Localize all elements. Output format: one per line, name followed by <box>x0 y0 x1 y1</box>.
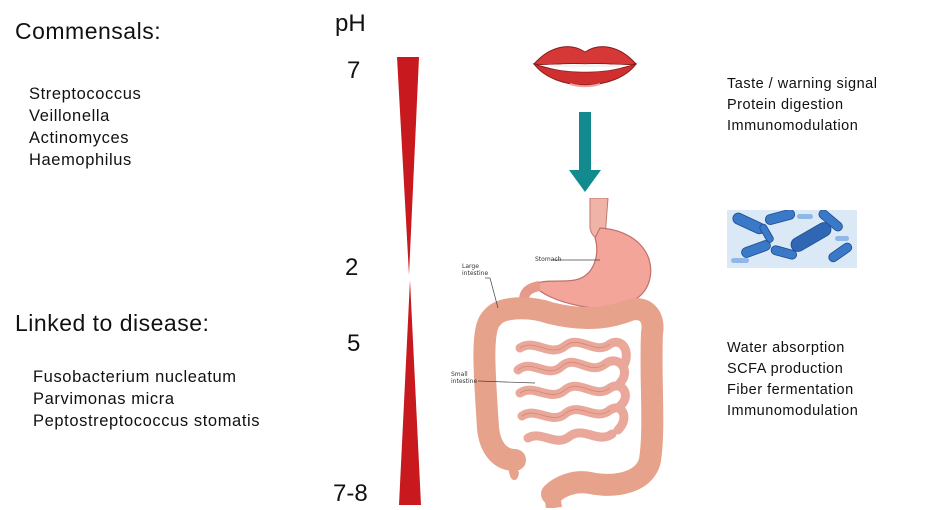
large-intestine-label: Large intestine <box>462 263 488 277</box>
commensals-heading: Commensals: <box>15 18 161 45</box>
list-item: Water absorption <box>727 338 858 359</box>
gut-functions-list: Water absorption SCFA production Fiber f… <box>727 338 858 422</box>
list-item: Immunomodulation <box>727 116 877 137</box>
stomach-label: Stomach <box>535 256 561 263</box>
list-item: Fusobacterium nucleatum <box>33 366 260 388</box>
acidity-wedge-upper <box>397 57 419 275</box>
ph-title: pH <box>335 10 366 38</box>
list-item: Fiber fermentation <box>727 380 858 401</box>
list-item: SCFA production <box>727 359 858 380</box>
list-item: Taste / warning signal <box>727 74 877 95</box>
disease-list: Fusobacterium nucleatum Parvimonas micra… <box>33 366 260 432</box>
ph-tick: 5 <box>347 330 360 358</box>
list-item: Protein digestion <box>727 95 877 116</box>
acidity-wedge-lower <box>399 280 421 505</box>
commensals-list: Streptococcus Veillonella Actinomyces Ha… <box>29 83 141 171</box>
list-item: Streptococcus <box>29 83 141 105</box>
ph-tick: 2 <box>345 254 358 282</box>
digestive-system-illustration <box>440 198 700 508</box>
ph-tick: 7 <box>347 57 360 85</box>
ph-gradient-bar <box>390 55 430 510</box>
list-item: Peptostreptococcus stomatis <box>33 410 260 432</box>
list-item: Haemophilus <box>29 149 141 171</box>
ph-tick: 7-8 <box>333 480 368 508</box>
list-item: Immunomodulation <box>727 401 858 422</box>
list-item: Parvimonas micra <box>33 388 260 410</box>
down-arrow-icon <box>565 112 605 194</box>
disease-heading: Linked to disease: <box>15 310 209 337</box>
lips-icon <box>530 40 640 95</box>
small-intestine-label: Small intestine <box>451 371 477 385</box>
list-item: Veillonella <box>29 105 141 127</box>
bacteria-icon <box>727 210 857 268</box>
list-item: Actinomyces <box>29 127 141 149</box>
mouth-functions-list: Taste / warning signal Protein digestion… <box>727 74 877 137</box>
